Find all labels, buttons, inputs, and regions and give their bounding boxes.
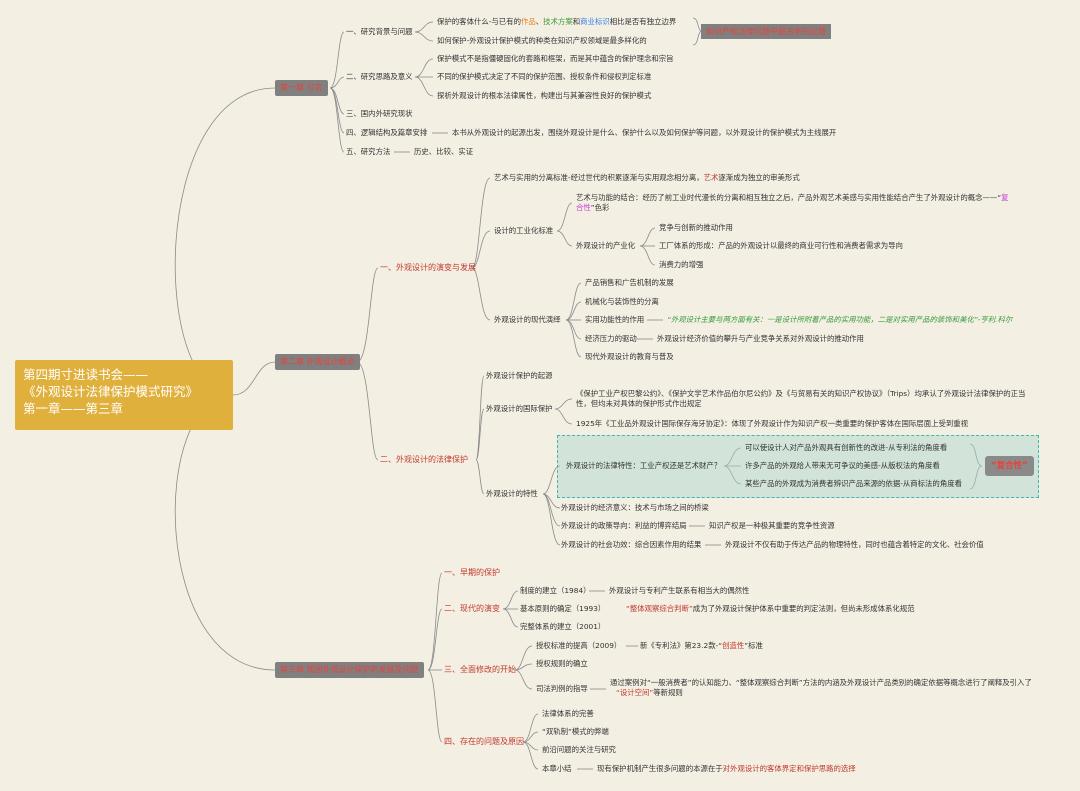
ch2-a-mechanization[interactable]: 机械化与装饰性的分离 (585, 297, 659, 306)
ch2-a-top-leaf[interactable]: 艺术与实用的分离标准-经过世代的积累逐渐与实用观念相分离，艺术逐渐成为独立的审美… (494, 173, 800, 183)
keyword-works: 作品 (520, 17, 536, 26)
ch2-b-patent-view[interactable]: 可以使设计人对产品外观具有创新性的改进-从专利法的角度看 (745, 443, 948, 452)
ch1-s4-leaf-1[interactable]: 本书从外观设计的起源出发，围绕外观设计是什么、保护什么以及如何保护等问题，以外观… (452, 128, 837, 137)
ch2-a-economic-pressure[interactable]: 经济压力的驱动 (585, 334, 637, 343)
chapter-3-node[interactable]: 第三章 我国外观设计保护的发展及问题 (275, 662, 424, 678)
ch3-k1-text-b: ”标准 (744, 641, 763, 650)
ch2-b-social-detail[interactable]: 外观设计不仅有助于传达产品的物理特性，同时也蕴含着特定的文化、社会价值 (725, 540, 984, 549)
ch3-j2-detail-text: 成为了外观设计保护体系中重要的判定法则，但尚未形成体系化规范 (692, 604, 915, 613)
root-node[interactable]: 第四期寸进读书会—— 《外观设计法律保护模式研究》 第一章——第三章 (15, 360, 233, 430)
ch1-section-1[interactable]: 一、研究背景与问题 (346, 27, 413, 36)
ch1-s1-leaf-1[interactable]: 保护的客体什么-与已有的作品、技术方案和商业标识相比是否有独立边界 (437, 17, 676, 27)
ch2-a-modern-interpretation[interactable]: 外观设计的现代演绎 (494, 315, 561, 324)
keyword-design-space: “设计空间” (616, 688, 654, 697)
ch1-s1-l1-sep-2: 和 (572, 17, 581, 26)
ch1-section-3[interactable]: 三、国内外研究现状 (346, 109, 413, 118)
ch2-a-education[interactable]: 现代外观设计的教育与普及 (585, 352, 674, 361)
ch3-d-legal-system[interactable]: 法律体系的完善 (542, 709, 594, 718)
ch3-d-summary-detail[interactable]: 现有保护机制产生很多问题的本源在于对外观设计的客体界定和保护思路的选择 (597, 764, 856, 774)
ch2-section-1[interactable]: 一、外观设计的演变与发展 (380, 263, 476, 272)
ch3-d-dual-track[interactable]: “双轨制”模式的弊端 (542, 727, 609, 736)
ch2-b-characteristics[interactable]: 外观设计的特性 (486, 489, 538, 498)
ch2-c1-text-a: 艺术与功能的结合：经历了前工业时代漫长的分离和相互独立之后，产品外观艺术美感与实… (576, 193, 1002, 202)
ch2-b-copyright-view[interactable]: 许多产品的外观给人带来无可争议的美感-从版权法的角度看 (745, 461, 940, 470)
ch2-a-factory-system[interactable]: 工厂体系的形成：产品的外观设计以最终的商业可行性和消费者需求为导向 (659, 241, 903, 250)
ch3-c-rules[interactable]: 授权规则的确立 (536, 659, 588, 668)
keyword-composite-2: 合性 (576, 203, 591, 212)
ch2-b-policy[interactable]: 外观设计的政策导向：利益的博弈结局 (561, 521, 687, 530)
ch2-b-legal-character[interactable]: 外观设计的法律特性：工业产权还是艺术财产？ (566, 461, 722, 470)
ch2-b-policy-detail[interactable]: 知识产权是一种极其重要的竞争性资源 (709, 521, 835, 530)
root-line-1: 第四期寸进读书会—— (23, 367, 149, 382)
keyword-composite-1: 复 (1001, 193, 1009, 202)
ch2-a-consumption-power[interactable]: 消费力的增强 (659, 260, 704, 269)
ch3-section-3[interactable]: 三、全面修改的开始 (444, 665, 516, 674)
legal-character-highlight-box (557, 435, 1039, 498)
ch3-section-4[interactable]: 四、存在的问题及原因 (444, 737, 524, 746)
keyword-art: 艺术 (703, 173, 719, 182)
ch2-a-top-text-b: 逐渐成为独立的审美形式 (718, 173, 800, 182)
root-line-2: 《外观设计法律保护模式研究》 (23, 384, 199, 399)
keyword-creativity: 创造性 (722, 641, 745, 650)
ch1-s1-callout[interactable]: 知识产权法律问题中最古老的议题 (701, 24, 831, 39)
ch2-b-social-effect[interactable]: 外观设计的社会功效：综合因素作用的结果 (561, 540, 702, 549)
ch1-s1-l1-text-a: 保护的客体什么-与已有的 (437, 17, 521, 26)
ch3-c-standard-2009-detail[interactable]: 新《专利法》第23.2款-“创造性”标准 (640, 641, 763, 651)
ch1-s1-leaf-2[interactable]: 如何保护-外观设计保护模式的种类在知识产权领域是最多样化的 (437, 36, 647, 45)
ch2-b-hague[interactable]: 1925年《工业品外观设计国际保存海牙协定》：体现了外观设计作为知识产权一类重要… (576, 419, 969, 428)
ch1-section-2[interactable]: 二、研究思路及意义 (346, 72, 413, 81)
chapter-2-node[interactable]: 第二章 外观设计概论 (275, 354, 360, 370)
henry-cole-quote[interactable]: “外观设计主要与两方面有关：一是设计所附着产品的实用功能，二是对实用产品的装饰和… (667, 315, 1013, 324)
ch3-c-standard-2009[interactable]: 授权标准的提高（2009） (536, 641, 622, 650)
ch3-c-judicial-guidance[interactable]: 司法判例的指导 (536, 684, 588, 693)
root-line-3: 第一章——第三章 (23, 401, 124, 416)
ch2-a-practical-function[interactable]: 实用功能性的作用 (585, 315, 645, 324)
ch1-section-5[interactable]: 五、研究方法 (346, 147, 391, 156)
ch3-d-summary[interactable]: 本章小结 (542, 764, 572, 773)
ch3-k3-text-b: 等新规则 (653, 688, 683, 697)
ch3-b-system-1984[interactable]: 制度的建立（1984） (520, 586, 591, 595)
ch2-a-sales-advertising[interactable]: 产品销售和广告机制的发展 (585, 278, 674, 287)
ch1-s1-l1-sep-1: 、 (535, 17, 544, 26)
ch3-b-system-1984-detail[interactable]: 外观设计与专利产生联系有相当大的偶然性 (609, 586, 750, 595)
ch3-section-1[interactable]: 一、早期的保护 (444, 568, 500, 577)
ch1-s2-leaf-1[interactable]: 保护模式不是指僵硬固化的套路和框架，而是其中蕴含的保护理念和宗旨 (437, 54, 674, 63)
ch2-b-economic-meaning[interactable]: 外观设计的经济意义：技术与市场之间的桥梁 (561, 503, 709, 512)
ch3-b-principle-1993[interactable]: 基本原则的确定（1993） (520, 604, 606, 613)
ch1-s2-leaf-2[interactable]: 不同的保护模式决定了不同的保护范围、授权条件和侵权判定标准 (437, 72, 652, 81)
ch3-k1-text-a: 新《专利法》第23.2款-“ (640, 641, 723, 650)
ch1-section-4[interactable]: 四、逻辑结构及篇章安排 (346, 128, 428, 137)
ch3-k3-text-a: 通过案例对“一般消费者”的认知能力、“整体观察综合判断”方法的内涵及外观设计产品… (610, 678, 1032, 687)
ch3-section-2[interactable]: 二、现代的演变 (444, 604, 500, 613)
ch3-b-system-2001[interactable]: 完整体系的建立（2001） (520, 622, 606, 631)
keyword-object-definition: 对外观设计的客体界定和保护思路的选择 (722, 764, 856, 773)
ch2-b-trademark-view[interactable]: 某些产品的外观成为消费者辨识产品来源的依据-从商标法的角度看 (745, 479, 962, 488)
ch2-b-origin[interactable]: 外观设计保护的起源 (486, 371, 553, 380)
ch1-s2-leaf-3[interactable]: 探析外观设计的根本法律属性，构建出与其兼容性良好的保护模式 (437, 91, 652, 100)
keyword-commercial-mark: 商业标识 (580, 17, 610, 26)
ch1-s5-leaf-1[interactable]: 历史、比较、实证 (414, 147, 474, 156)
ch3-d-frontier[interactable]: 前沿问题的关注与研究 (542, 745, 616, 754)
ch2-a-economic-detail[interactable]: 外观设计经济价值的攀升与产业竞争关系对外观设计的推动作用 (657, 334, 864, 343)
ch2-a-industrialization[interactable]: 外观设计的产业化 (576, 241, 636, 250)
keyword-overall-observation: “整体观察综合判断” (626, 604, 693, 613)
ch2-c1-text-b: ”色彩 (590, 203, 610, 212)
ch2-b-international[interactable]: 外观设计的国际保护 (486, 404, 553, 413)
ch2-section-2[interactable]: 二、外观设计的法律保护 (380, 455, 468, 464)
ch2-b-conventions[interactable]: 《保护工业产权巴黎公约》、《保护文学艺术作品伯尔尼公约》及《与贸易有关的知识产权… (576, 389, 1026, 408)
ch3-m4-text-a: 现有保护机制产生很多问题的本源在于 (597, 764, 723, 773)
ch1-s1-l1-text-b: 相比是否有独立边界 (609, 17, 677, 26)
chapter-1-node[interactable]: 第一章 引言 (275, 80, 328, 96)
ch2-a-industrial-standard[interactable]: 设计的工业化标准 (494, 226, 554, 235)
ch2-a-top-text-a: 艺术与实用的分离标准-经过世代的积累逐渐与实用观念相分离， (494, 173, 704, 182)
ch3-b-principle-1993-detail[interactable]: “整体观察综合判断”成为了外观设计保护体系中重要的判定法则，但尚未形成体系化规范 (626, 604, 915, 614)
ch3-c-judicial-detail[interactable]: 通过案例对“一般消费者”的认知能力、“整体观察综合判断”方法的内涵及外观设计产品… (610, 678, 1065, 698)
ch2-a-art-function-combination[interactable]: 艺术与功能的结合：经历了前工业时代漫长的分离和相互独立之后，产品外观艺术美感与实… (576, 193, 1009, 213)
ch2-a-competition-innovation[interactable]: 竞争与创新的推动作用 (659, 223, 733, 232)
composite-tag[interactable]: “复合性” (985, 456, 1034, 476)
keyword-technical-solution: 技术方案 (543, 17, 573, 26)
